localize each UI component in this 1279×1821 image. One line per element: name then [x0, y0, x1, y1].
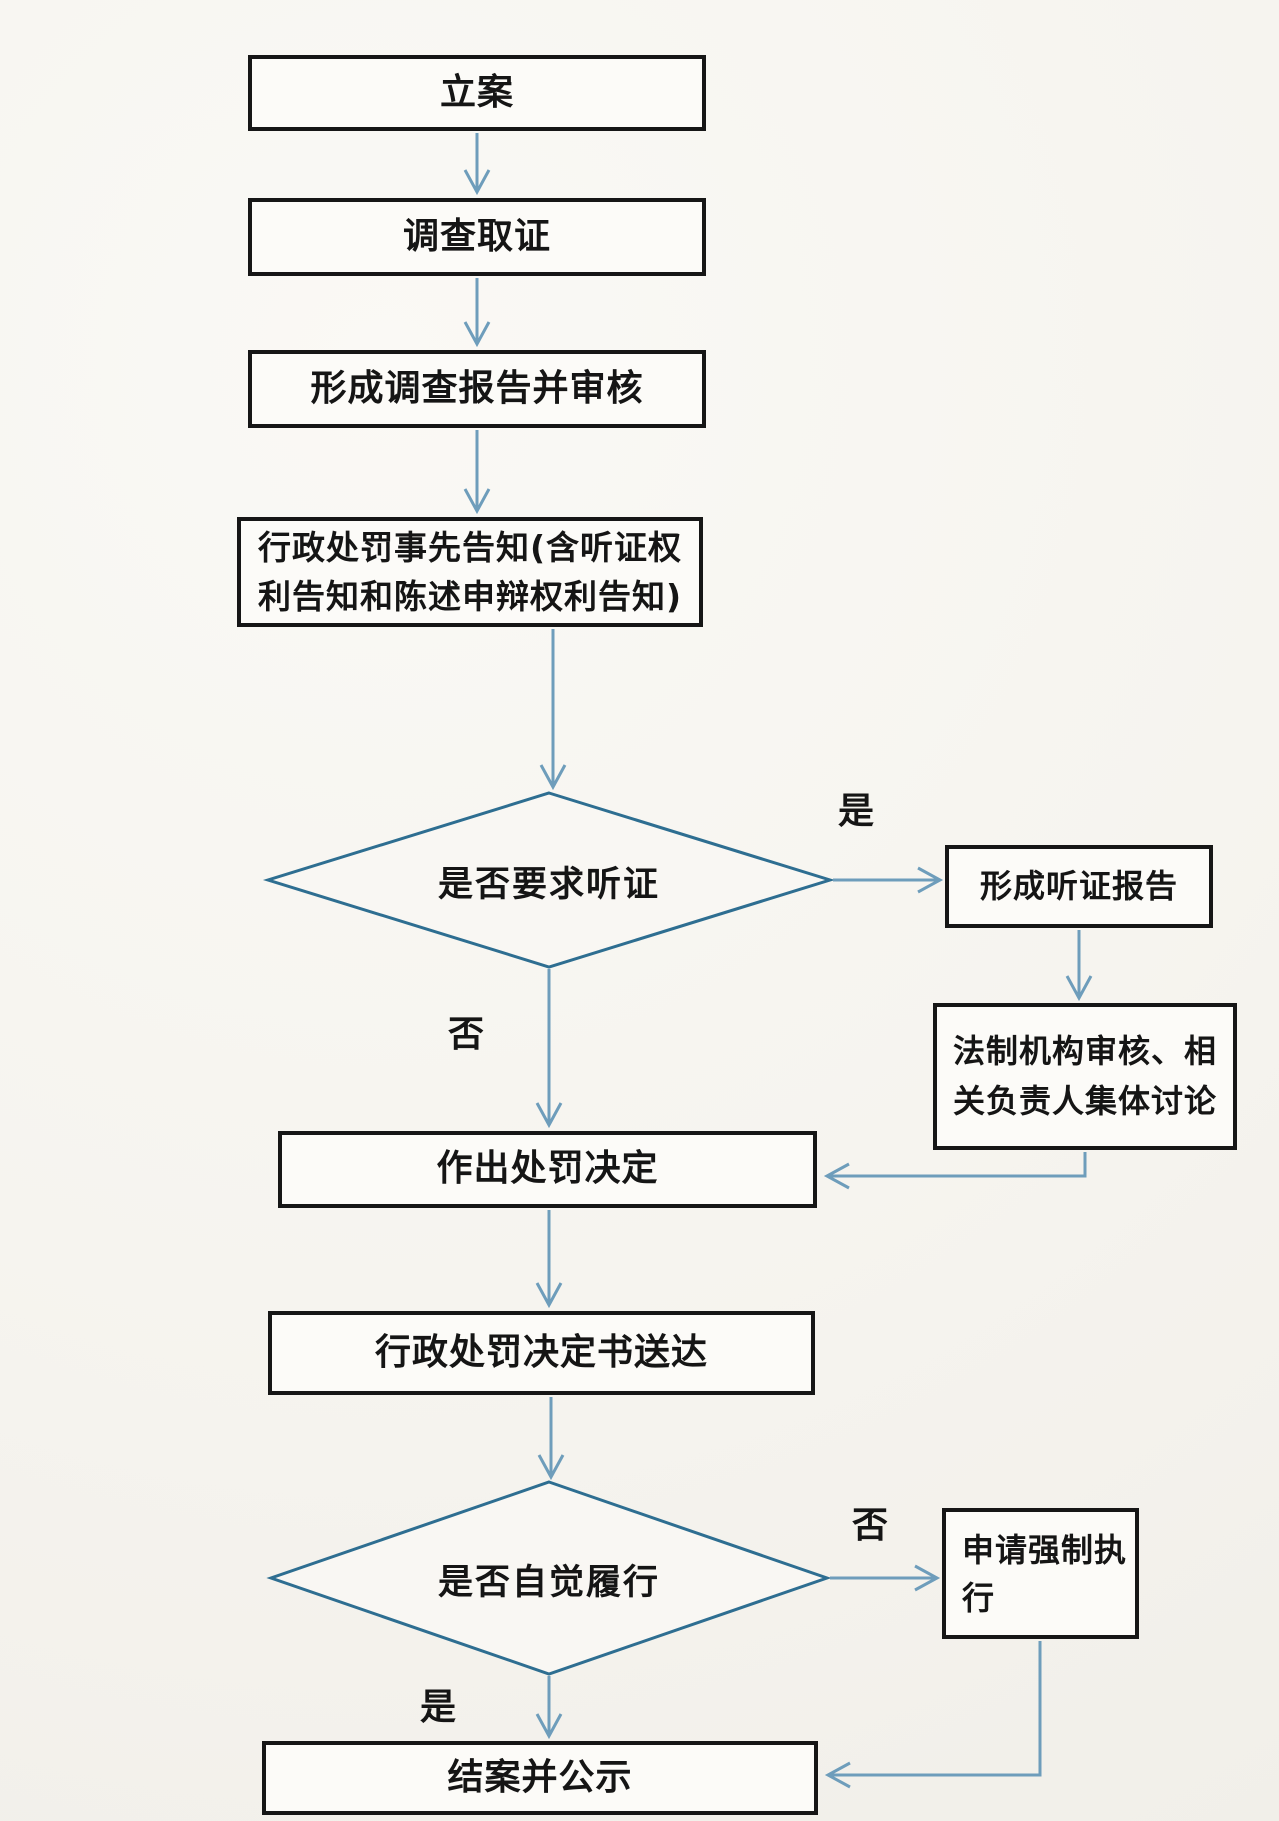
decision-diamond-compliance	[266, 1480, 832, 1676]
node-legal-review: 法制机构审核、相关负责人集体讨论	[933, 1003, 1237, 1150]
edge-label-compliance-no: 否	[852, 1505, 889, 1546]
decision-diamond-hearing	[262, 791, 836, 969]
node-decision-service: 行政处罚决定书送达	[268, 1311, 815, 1395]
elbow-qiangzhi-to-jiean	[824, 1641, 1042, 1789]
edge-label-hearing-yes: 是	[838, 791, 875, 832]
node-compulsory-enforcement: 申请强制执行	[942, 1508, 1139, 1639]
node-hearing-report: 形成听证报告	[945, 845, 1213, 928]
elbow-fazhi-to-chufa	[823, 1152, 1087, 1190]
node-investigation-report: 形成调查报告并审核	[248, 350, 706, 428]
decision-compliance-label: 是否自觉履行	[437, 1563, 660, 1603]
edge-label-compliance-yes: 是	[420, 1687, 457, 1728]
edge-label-hearing-no: 否	[448, 1014, 485, 1055]
decision-hearing-label: 是否要求听证	[437, 865, 660, 905]
node-case-filing: 立案	[248, 55, 706, 131]
node-prior-notification: 行政处罚事先告知(含听证权利告知和陈述申辩权利告知)	[237, 517, 703, 627]
node-case-closure: 结案并公示	[262, 1741, 818, 1815]
node-penalty-decision: 作出处罚决定	[278, 1131, 817, 1208]
node-investigation: 调查取证	[248, 198, 706, 276]
